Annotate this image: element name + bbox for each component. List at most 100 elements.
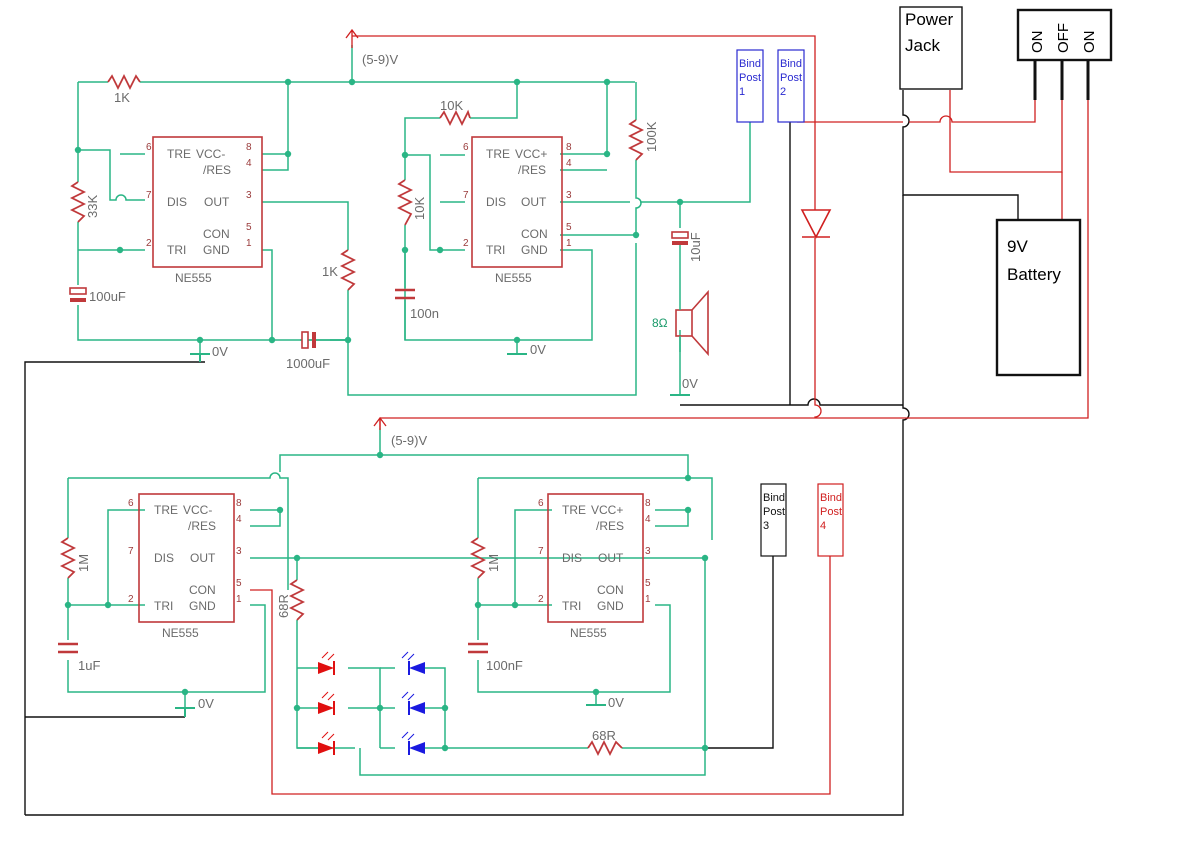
svg-text:(5-9)V: (5-9)V (391, 433, 427, 448)
svg-text:100n: 100n (410, 306, 439, 321)
supply-symbol-top: (5-9)V (345, 28, 398, 67)
svg-text:/RES: /RES (596, 519, 624, 533)
svg-text:Power: Power (905, 10, 954, 29)
resistor-1k-top-left: 1K (107, 73, 141, 105)
svg-text:3: 3 (246, 190, 252, 201)
svg-text:VCC+: VCC+ (515, 147, 547, 161)
svg-text:5: 5 (566, 222, 572, 233)
svg-text:0V: 0V (682, 376, 698, 391)
svg-text:2: 2 (128, 594, 134, 605)
svg-text:100nF: 100nF (486, 658, 523, 673)
svg-text:NE555: NE555 (162, 626, 199, 640)
svg-text:TRI: TRI (562, 599, 581, 613)
svg-text:3: 3 (566, 190, 572, 201)
resistor-1k-out: 1K (322, 249, 357, 291)
ne555-ic-3: TRE VCC- /RES DIS OUT CON TRI GND NE555 … (128, 493, 242, 640)
svg-text:OFF: OFF (1055, 23, 1072, 53)
svg-text:8: 8 (645, 498, 651, 509)
svg-text:1: 1 (645, 594, 651, 605)
svg-text:4: 4 (820, 520, 826, 532)
svg-text:100K: 100K (644, 121, 659, 152)
svg-text:TRI: TRI (154, 599, 173, 613)
svg-text:1M: 1M (76, 554, 91, 572)
ground-symbol-3: 0V (670, 376, 698, 396)
on-off-on-switch: ON OFF ON (1016, 8, 1113, 100)
svg-text:Post: Post (820, 506, 842, 518)
led-blue-3 (401, 731, 425, 755)
svg-text:NE555: NE555 (495, 271, 532, 285)
svg-text:OUT: OUT (598, 551, 624, 565)
resistor-68r-right: 68R (587, 728, 623, 757)
svg-text:Jack: Jack (905, 36, 940, 55)
svg-text:CON: CON (203, 227, 230, 241)
svg-text:GND: GND (189, 599, 216, 613)
junction-dots (64, 78, 709, 752)
svg-text:8: 8 (246, 142, 252, 153)
svg-text:1000uF: 1000uF (286, 356, 330, 371)
bind-post-1: Bind Post 1 (736, 49, 764, 123)
ground-symbol-1: 0V (190, 344, 228, 362)
red-wiring (250, 35, 1089, 795)
svg-text:3: 3 (236, 546, 242, 557)
svg-text:7: 7 (538, 546, 544, 557)
resistor-1m-left: 1M (59, 537, 91, 579)
svg-text:Bind: Bind (739, 58, 761, 70)
svg-text:4: 4 (236, 514, 242, 525)
svg-text:100uF: 100uF (89, 289, 126, 304)
ground-symbol-2: 0V (507, 342, 546, 357)
svg-text:Battery: Battery (1007, 265, 1061, 284)
svg-text:TRE: TRE (167, 147, 191, 161)
svg-text:5: 5 (645, 578, 651, 589)
svg-text:4: 4 (566, 158, 572, 169)
svg-text:GND: GND (597, 599, 624, 613)
capacitor-10uf: 10uF (671, 231, 703, 262)
capacitor-100uf: 100uF (69, 287, 126, 304)
svg-text:4: 4 (645, 514, 651, 525)
svg-text:TRI: TRI (486, 243, 505, 257)
svg-text:CON: CON (189, 583, 216, 597)
capacitor-1uf: 1uF (58, 642, 100, 673)
svg-text:6: 6 (146, 142, 152, 153)
capacitor-100n: 100n (395, 288, 439, 321)
ne555-ic-1: TRE VCC- /RES DIS OUT CON TRI GND NE555 … (146, 136, 263, 285)
svg-text:1K: 1K (322, 264, 338, 279)
svg-text:1: 1 (236, 594, 242, 605)
svg-text:CON: CON (521, 227, 548, 241)
svg-text:TRE: TRE (486, 147, 510, 161)
svg-text:6: 6 (128, 498, 134, 509)
svg-text:10K: 10K (440, 98, 463, 113)
ne555-ic-2: TRE VCC+ /RES DIS OUT CON TRI GND NE555 … (463, 136, 572, 285)
led-red-2 (318, 691, 335, 715)
svg-text:6: 6 (463, 142, 469, 153)
svg-text:2: 2 (463, 238, 469, 249)
svg-text:GND: GND (521, 243, 548, 257)
led-red-3 (318, 731, 335, 755)
svg-text:Bind: Bind (820, 492, 842, 504)
svg-text:OUT: OUT (204, 195, 230, 209)
svg-text:1uF: 1uF (78, 658, 100, 673)
svg-text:TRE: TRE (154, 503, 178, 517)
svg-text:(5-9)V: (5-9)V (362, 52, 398, 67)
svg-text:68R: 68R (592, 728, 616, 743)
svg-text:9V: 9V (1007, 237, 1028, 256)
capacitor-100nf: 100nF (468, 642, 523, 673)
svg-text:DIS: DIS (562, 551, 582, 565)
svg-text:10K: 10K (412, 197, 427, 220)
svg-text:8Ω: 8Ω (652, 316, 668, 330)
svg-text:0V: 0V (608, 695, 624, 710)
svg-text:1: 1 (566, 238, 572, 249)
svg-text:1K: 1K (114, 90, 130, 105)
svg-text:TRE: TRE (562, 503, 586, 517)
resistor-100k: 100K (627, 119, 659, 161)
supply-symbol-bottom: (5-9)V (373, 416, 427, 448)
ne555-ic-4: TRE VCC+ /RES DIS OUT CON TRI GND NE555 … (538, 493, 651, 640)
svg-text:2: 2 (538, 594, 544, 605)
svg-text:DIS: DIS (154, 551, 174, 565)
svg-text:Post: Post (763, 506, 785, 518)
ground-symbol-4: 0V (175, 696, 214, 717)
svg-text:Bind: Bind (780, 58, 802, 70)
svg-text:/RES: /RES (203, 163, 231, 177)
svg-text:3: 3 (763, 520, 769, 532)
bind-post-4: Bind Post 4 (817, 483, 844, 557)
